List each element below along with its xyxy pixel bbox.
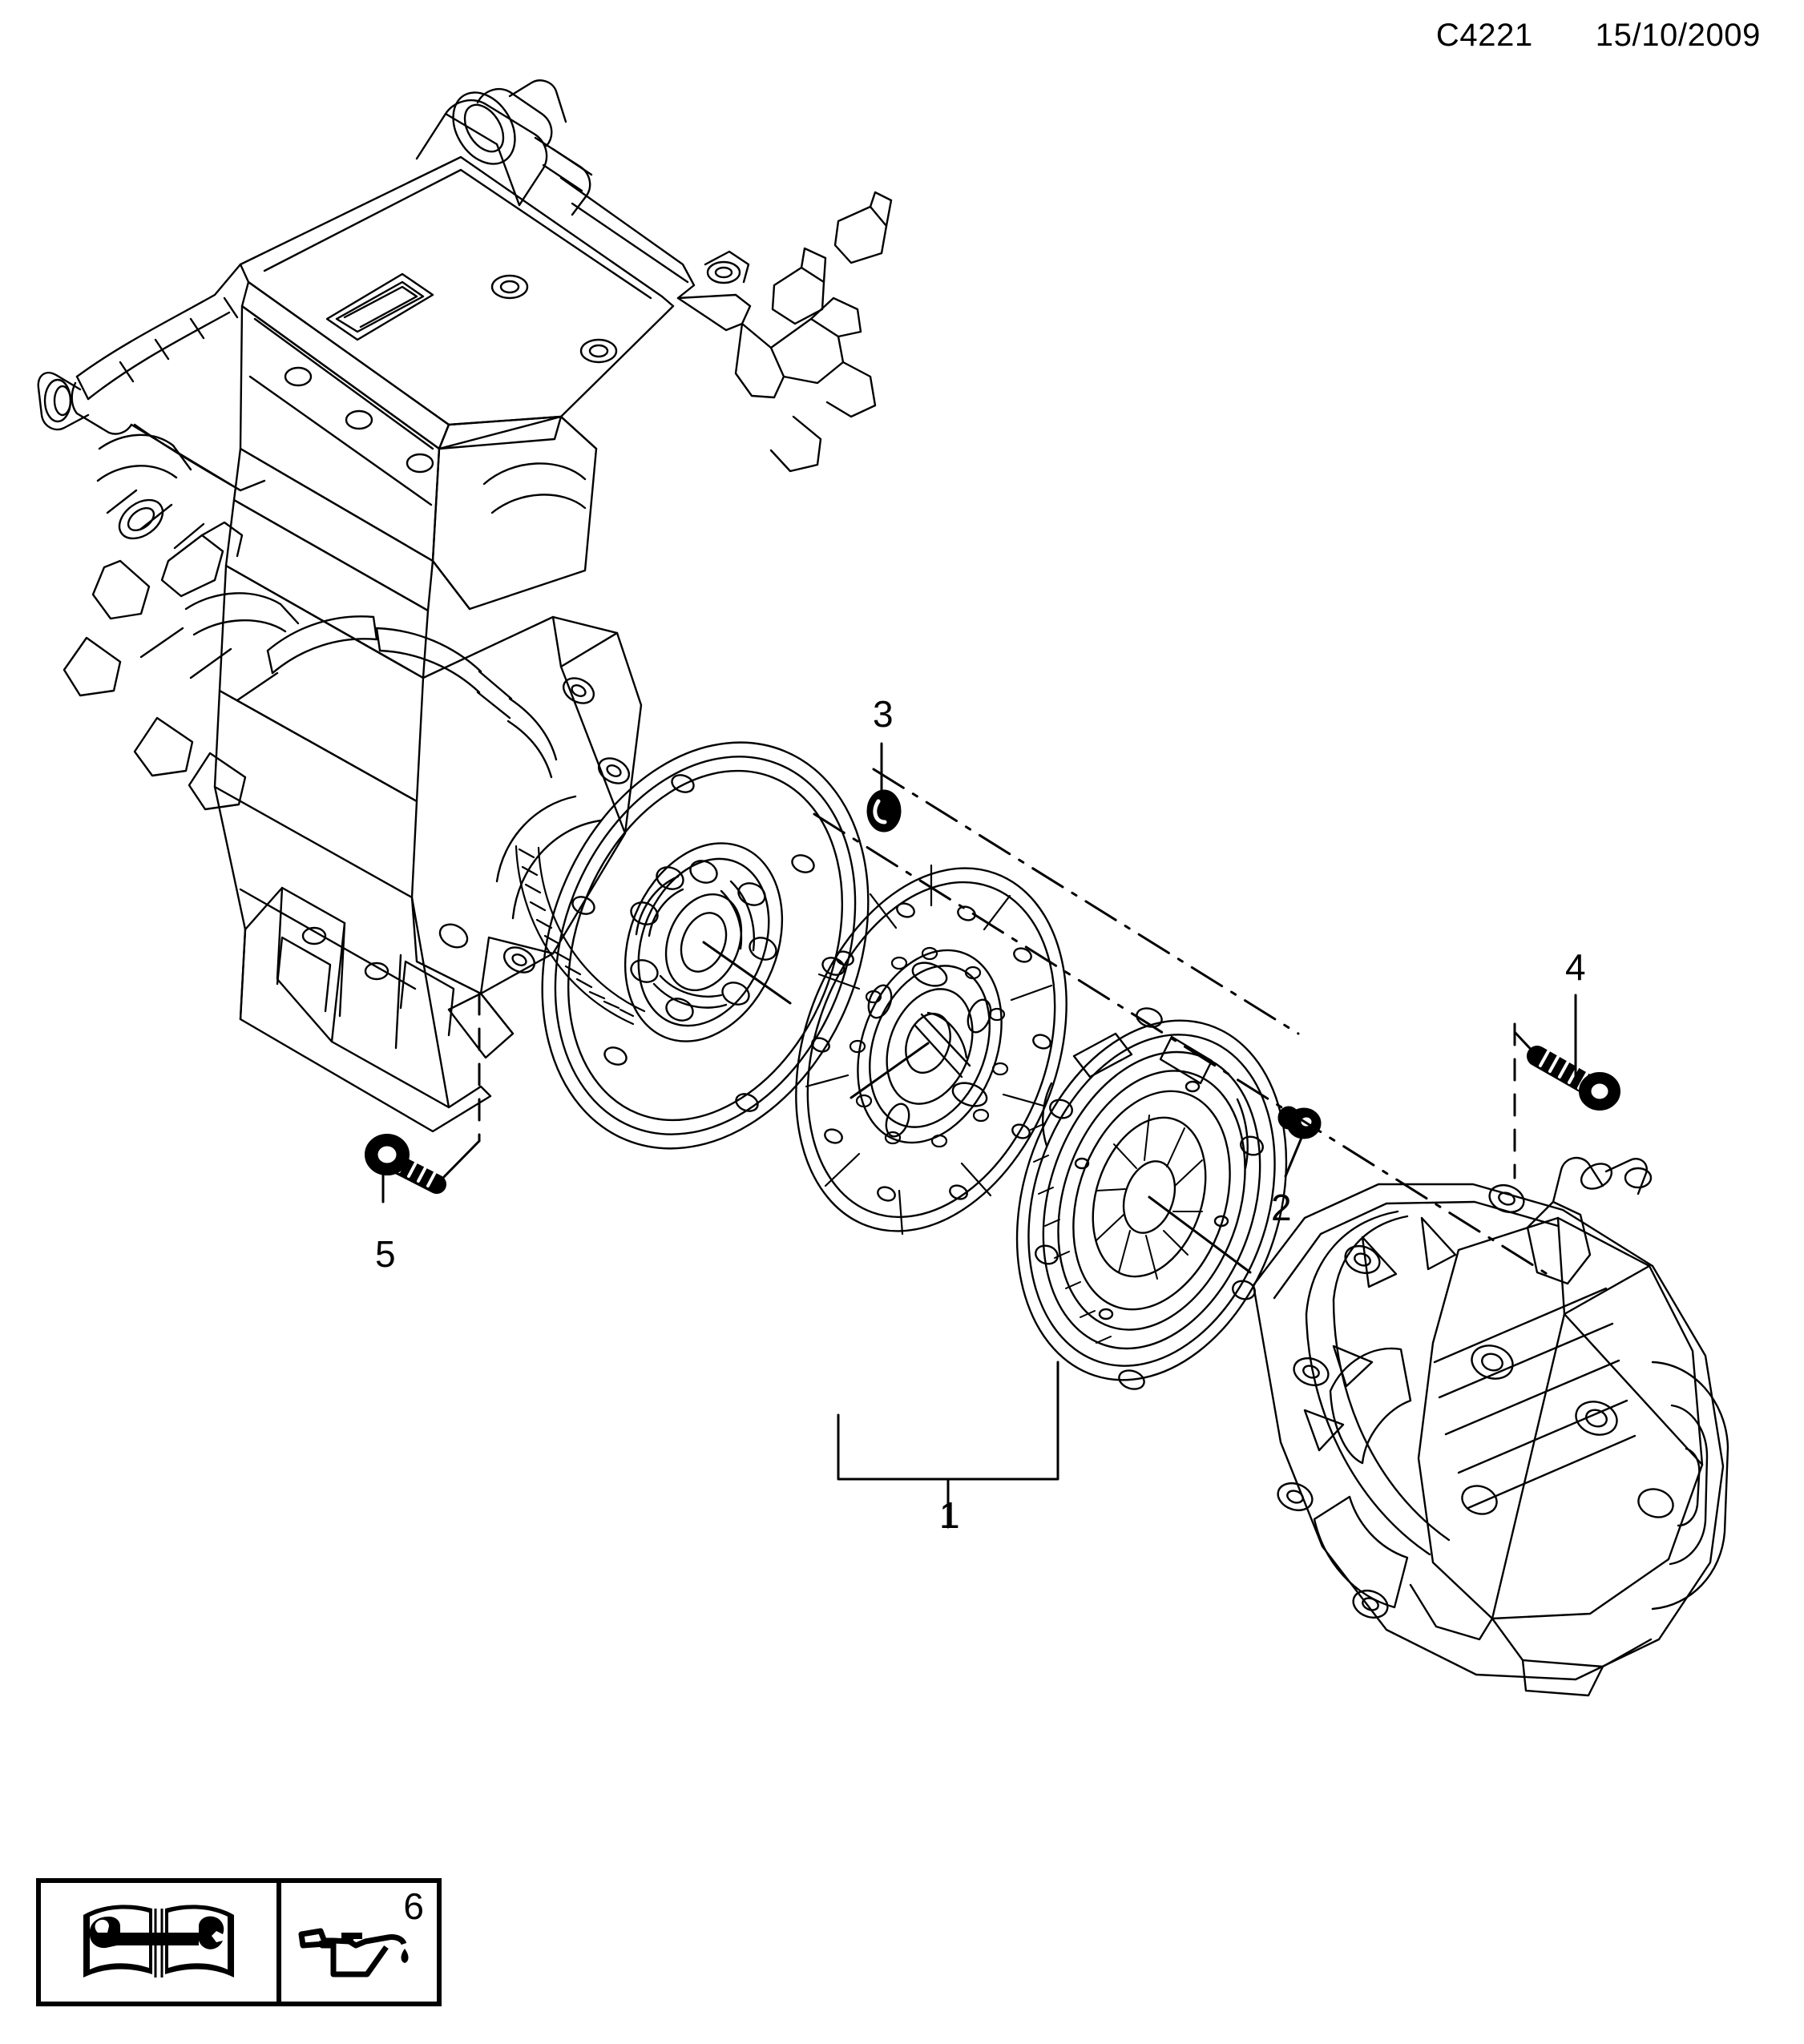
clutch-driven-disc: [748, 830, 1114, 1269]
flywheel-bolt: [366, 1135, 437, 1186]
legend-item-service-manual: [41, 1883, 281, 2002]
oil-can-icon: [298, 1928, 409, 1977]
callout-3: 3: [873, 693, 894, 735]
sheet-header: C4221 15/10/2009: [1436, 18, 1761, 54]
legend-box: 6: [36, 1878, 442, 2006]
flywheel: [484, 693, 926, 1198]
engine-right-brackets: [736, 192, 891, 471]
callout-4: 4: [1565, 946, 1586, 988]
starter-ring-gear: [516, 846, 644, 1024]
engine-left-accessories: [64, 435, 556, 809]
service-manual-icon: [83, 1905, 234, 1977]
assembly-centre-line: [814, 769, 1555, 1279]
legend-item-lubricant: 6: [281, 1883, 437, 2002]
dowel-pin: [868, 791, 900, 831]
engine-cam-cover: [240, 157, 740, 449]
drawing-code: C4221: [1435, 18, 1533, 53]
intake-manifold: [38, 264, 264, 490]
leader-lines: [383, 744, 1576, 1527]
fastener-guide-links: [437, 1032, 1537, 1184]
drawing-date: 15/10/2009: [1595, 18, 1761, 53]
transmission-bolt: [1537, 1051, 1619, 1109]
oil-pan: [215, 566, 490, 1131]
engine-rear-flange: [412, 617, 641, 1058]
callout-2: 2: [1271, 1187, 1292, 1228]
callout-5: 5: [375, 1233, 396, 1275]
turbocharger-assembly: [417, 80, 750, 330]
transmission-assembly: [1253, 1158, 1728, 1695]
legend-number-6: 6: [403, 1885, 424, 1927]
engine-assembly: [38, 80, 891, 1131]
callout-1: 1: [939, 1494, 960, 1536]
clutch-pressure-plate: [973, 986, 1330, 1415]
fastener-alignment-guides: [479, 994, 1515, 1178]
